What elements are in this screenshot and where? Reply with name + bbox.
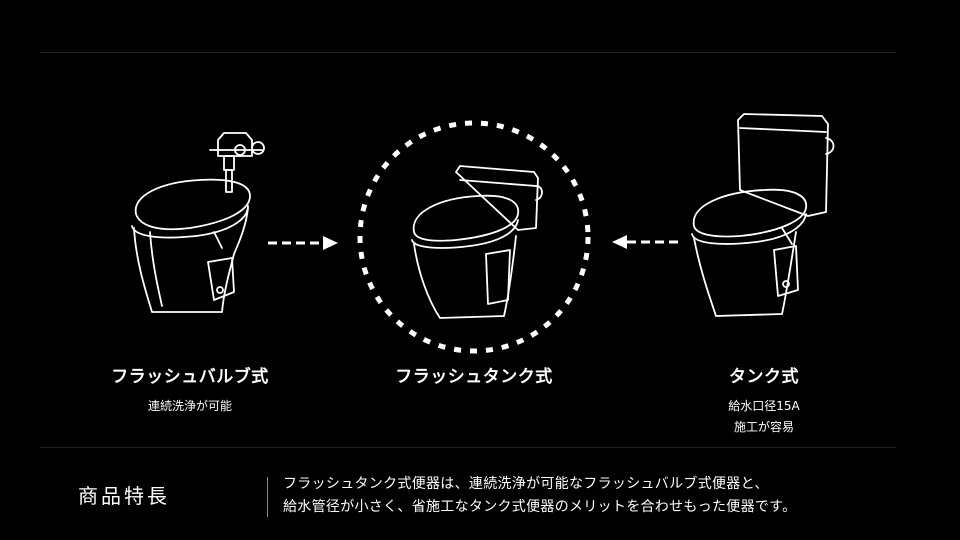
- flush-valve-toilet-icon: [131, 132, 265, 313]
- type-note: 連続洗浄が可能: [147, 399, 232, 413]
- type-flush-tank: フラッシュタンク式: [364, 366, 584, 388]
- vertical-divider: [267, 477, 268, 517]
- flush-tank-toilet-icon: [411, 165, 543, 319]
- type-note: 施工が容易: [733, 420, 794, 434]
- features-heading: 商品特長: [78, 484, 170, 508]
- features-description: フラッシュタンク式便器は、連続洗浄が可能なフラッシュバルブ式便器と、 給水管径が…: [283, 473, 923, 519]
- type-title: フラッシュタンク式: [395, 367, 553, 387]
- type-tank: タンク式 給水口径15A 施工が容易: [654, 366, 874, 438]
- arrow-right-icon: [268, 236, 338, 250]
- section-rule: [40, 447, 896, 448]
- highlight-circle: [357, 120, 591, 354]
- type-note: 給水口径15A: [728, 399, 800, 413]
- top-rule: [40, 52, 896, 53]
- features-line: 給水管径が小さく、省施工なタンク式便器のメリットを合わせもった便器です。: [283, 499, 797, 515]
- features-line: フラッシュタンク式便器は、連続洗浄が可能なフラッシュバルブ式便器と、: [283, 476, 769, 492]
- tank-toilet-icon: [691, 113, 835, 317]
- type-notes: 連続洗浄が可能: [80, 396, 300, 417]
- type-title: フラッシュバルブ式: [111, 367, 269, 387]
- type-title: タンク式: [729, 367, 799, 387]
- type-notes: 給水口径15A 施工が容易: [654, 396, 874, 438]
- arrow-left-icon: [612, 235, 682, 249]
- type-flush-valve: フラッシュバルブ式 連続洗浄が可能: [80, 366, 300, 417]
